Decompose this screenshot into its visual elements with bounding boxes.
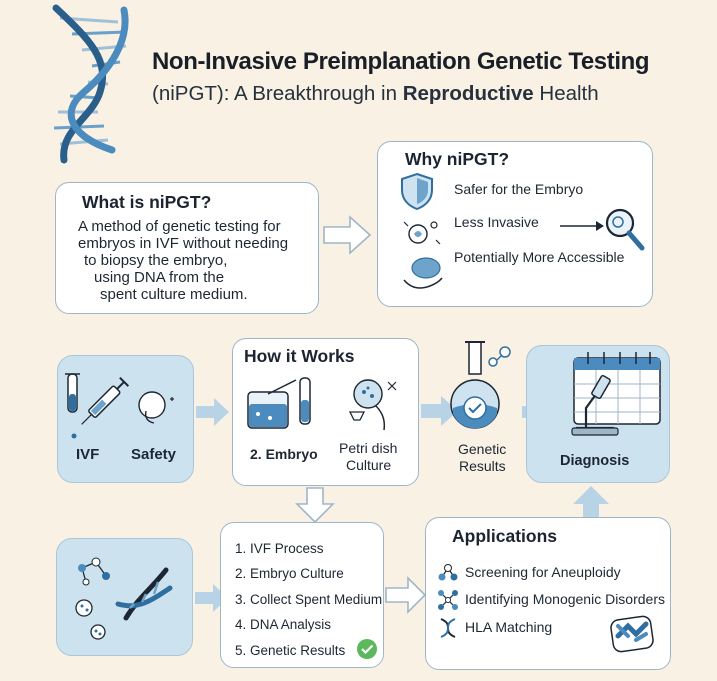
- what-is-heading: What is niPGT?: [82, 192, 212, 212]
- genetic-results-line-2: Results: [459, 458, 506, 474]
- diagnosis-label: Diagnosis: [560, 453, 630, 469]
- embryo-step-label: 2. Embryo: [250, 446, 318, 462]
- step-2: 2. Embryo Culture: [235, 566, 344, 581]
- arrow-right-icon: [195, 584, 228, 612]
- page-subtitle: (niPGT): A Breakthrough in Reproductive …: [152, 82, 599, 105]
- test-tube-syringe-icon: [65, 373, 130, 439]
- app-item-hla: HLA Matching: [465, 619, 553, 635]
- molecules-panel: [56, 538, 193, 656]
- what-is-line-2: embryos in IVF without needing: [78, 235, 289, 252]
- step-5: 5. Genetic Results: [235, 643, 346, 658]
- arrow-right-icon: [323, 215, 372, 255]
- petri-label-1: Petri dish: [339, 440, 398, 456]
- app-item-monogenic: Identifying Monogenic Disorders: [465, 591, 665, 607]
- network-icon: [438, 564, 458, 581]
- arrow-right-icon: [385, 576, 427, 614]
- beaker-icon: [247, 377, 311, 429]
- embryo-icon: [138, 391, 174, 424]
- flask-check-icon: [450, 341, 511, 429]
- arrow-down-icon: [295, 487, 335, 524]
- what-is-line-1: A method of genetic testing for: [78, 218, 281, 235]
- applications-heading: Applications: [452, 526, 558, 546]
- page-title: Non-Invasive Preimplanation Genetic Test…: [152, 48, 650, 75]
- steps-card: [220, 522, 384, 668]
- arrow-up-icon: [573, 486, 609, 520]
- safety-label: Safety: [131, 446, 177, 463]
- why-item-accessible: Potentially More Accessible: [454, 249, 625, 265]
- what-is-line-5: spent culture medium.: [100, 286, 248, 303]
- step-1: 1. IVF Process: [235, 541, 324, 556]
- dna-strand-icon: [440, 618, 456, 638]
- step-4: 4. DNA Analysis: [235, 617, 332, 632]
- hand-embryo-icon: [403, 257, 443, 289]
- petri-dish-icon: [348, 379, 397, 431]
- arrow-right-icon: [421, 396, 458, 426]
- embryo-cell-icon: [403, 221, 441, 245]
- check-circle-icon: [357, 639, 377, 659]
- what-is-line-4: using DNA from the: [94, 269, 225, 286]
- molecule-dna-icon: [75, 557, 173, 640]
- genetic-results-line-1: Genetic: [458, 441, 507, 457]
- step-3: 3. Collect Spent Medium: [235, 592, 383, 607]
- arrow-right-icon: [196, 398, 229, 426]
- molecule-icon: [438, 590, 458, 610]
- app-item-aneuploidy: Screening for Aneuploidy: [465, 564, 621, 580]
- ivf-panel: [57, 355, 194, 483]
- why-item-less-invasive: Less Invasive: [454, 214, 539, 230]
- how-heading: How it Works: [244, 346, 355, 366]
- shield-icon: [401, 172, 433, 211]
- handshake-icon: [610, 615, 654, 653]
- why-heading: Why niPGT?: [405, 149, 510, 169]
- ivf-label: IVF: [76, 446, 100, 463]
- what-is-line-3: to biopsy the embryo,: [84, 252, 228, 269]
- petri-label-2: Culture: [346, 457, 392, 473]
- what-is-card: [55, 182, 319, 314]
- magnifier-icon: [560, 208, 645, 251]
- why-item-safer: Safer for the Embryo: [454, 181, 584, 197]
- calendar-microscope-icon: [571, 352, 661, 436]
